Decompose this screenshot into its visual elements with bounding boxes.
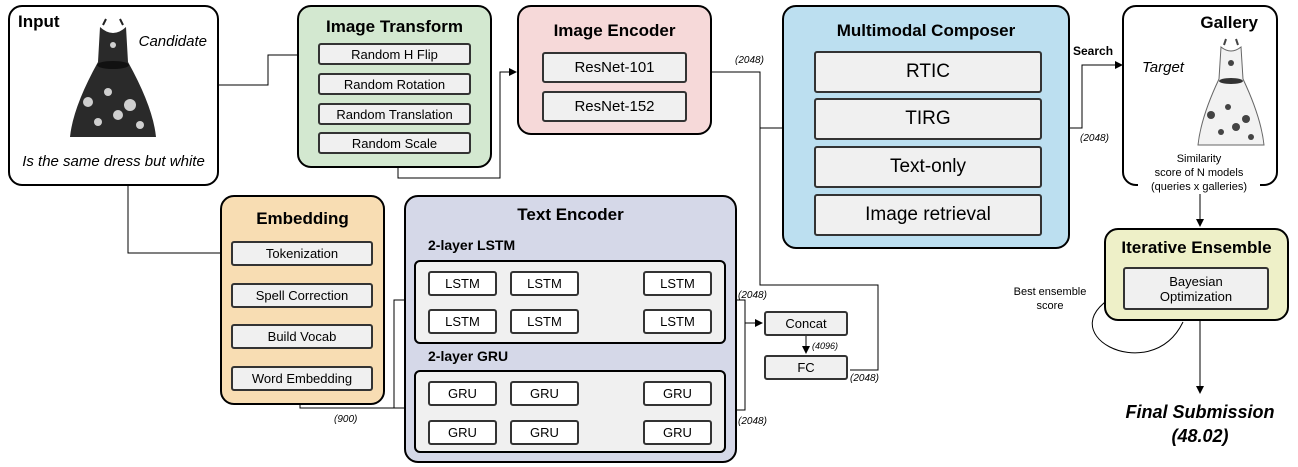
final-submission-title: Final Submission	[1125, 402, 1275, 422]
embedding-dim: (900)	[334, 414, 358, 425]
bayesian-line-1: Bayesian	[1169, 273, 1223, 289]
search-label: Search	[1073, 44, 1114, 58]
gru-cell: GRU	[510, 420, 579, 445]
gru-cell: GRU	[428, 420, 497, 445]
resnet-152-box: ResNet-152	[542, 91, 687, 122]
image-encoder-title: Image Encoder	[553, 21, 676, 40]
gru-cell: GRU	[510, 381, 579, 406]
feedback-line-2: score	[1036, 300, 1064, 312]
image-retrieval-box: Image retrieval	[814, 194, 1042, 236]
similarity-text: Similarity score of N models (queries x …	[1138, 152, 1260, 194]
transform-h-flip: Random H Flip	[318, 43, 471, 65]
target-dress-image	[1197, 38, 1265, 146]
resnet-101-box: ResNet-101	[542, 52, 687, 83]
query-text: Is the same dress but white	[22, 153, 205, 170]
lstm-cell: LSTM	[643, 309, 712, 334]
candidate-dress-image	[70, 18, 156, 137]
lstm-cell: LSTM	[510, 271, 579, 296]
similarity-line-1: Similarity	[1176, 153, 1222, 165]
concat-box: Concat	[764, 311, 848, 336]
ensemble-title: Iterative Ensemble	[1121, 238, 1272, 257]
lstm-cell: LSTM	[643, 271, 712, 296]
composer-title: Multimodal Composer	[836, 21, 1016, 40]
build-vocab-box: Build Vocab	[231, 324, 373, 349]
word-embedding-box: Word Embedding	[231, 366, 373, 391]
tokenization-box: Tokenization	[231, 241, 373, 266]
text-only-box: Text-only	[814, 146, 1042, 188]
image-transform-title: Image Transform	[326, 17, 463, 36]
feedback-label: Best ensemble score	[1006, 285, 1094, 313]
lstm-dim: (2048)	[738, 290, 767, 301]
gru-cell: GRU	[643, 420, 712, 445]
final-submission: Final Submission (48.02)	[1110, 400, 1290, 448]
spell-correction-box: Spell Correction	[231, 283, 373, 308]
lstm-section-title: 2-layer LSTM	[428, 237, 516, 253]
bayesian-optimization-box: Bayesian Optimization	[1123, 267, 1269, 310]
final-submission-score: (48.02)	[1171, 426, 1229, 446]
candidate-label: Candidate	[138, 33, 207, 50]
fc-box: FC	[764, 355, 848, 380]
feedback-line-1: Best ensemble	[1013, 286, 1087, 298]
concat-dim: (4096)	[812, 341, 839, 351]
input-title: Input	[18, 12, 60, 31]
fc-dim: (2048)	[850, 373, 879, 384]
text-encoder-title: Text Encoder	[517, 205, 624, 224]
gru-dim: (2048)	[738, 416, 767, 427]
lstm-cell: LSTM	[428, 271, 497, 296]
gru-cell: GRU	[428, 381, 497, 406]
composer-dim: (2048)	[1080, 133, 1109, 144]
bayesian-line-2: Optimization	[1159, 288, 1233, 304]
similarity-line-2: score of N models	[1154, 167, 1244, 179]
input-panel: Input Candidate Is the same dress but wh…	[8, 5, 219, 186]
tirg-box: TIRG	[814, 98, 1042, 140]
image-encoder-dim: (2048)	[735, 55, 764, 66]
lstm-cell: LSTM	[428, 309, 497, 334]
transform-rotation: Random Rotation	[318, 73, 471, 95]
lstm-cell: LSTM	[510, 309, 579, 334]
gru-cell: GRU	[643, 381, 712, 406]
rtic-box: RTIC	[814, 51, 1042, 93]
transform-scale: Random Scale	[318, 132, 471, 154]
target-label: Target	[1142, 59, 1184, 76]
embedding-title: Embedding	[256, 209, 349, 228]
gru-section-title: 2-layer GRU	[428, 348, 509, 364]
similarity-line-3: (queries x galleries)	[1151, 181, 1247, 193]
transform-translation: Random Translation	[318, 103, 471, 125]
gallery-title: Gallery	[1200, 13, 1258, 32]
